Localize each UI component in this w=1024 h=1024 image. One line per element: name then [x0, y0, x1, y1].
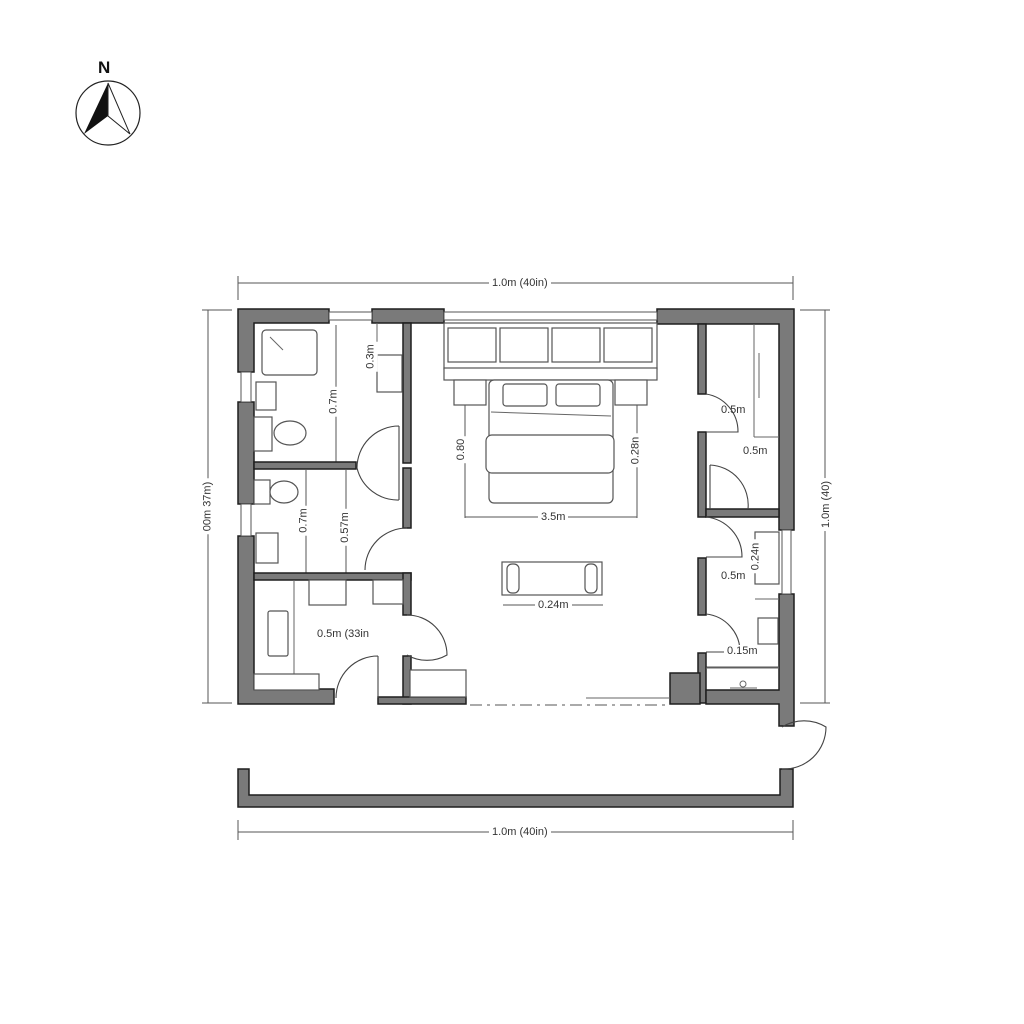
doors	[335, 393, 827, 770]
bed-width-dimension: 3.5m	[538, 511, 569, 524]
bath2-right-dimension: 0.57m	[338, 509, 352, 546]
bed-left-dimension: 0.80	[455, 435, 469, 464]
bench-width-dimension: 0.24m	[535, 599, 572, 612]
right-height-dimension: 1.0m (40)	[820, 477, 834, 532]
fixtures	[253, 322, 780, 698]
windows	[240, 311, 792, 595]
north-arrow-icon	[75, 80, 141, 146]
bottom-width-dimension: 1.0m (40in)	[489, 826, 551, 839]
closet-vanity-dimension: 0.24n	[749, 539, 763, 574]
bath3-label: 0.5m (33in	[314, 628, 372, 641]
left-height-dimension: 00m 37m)	[201, 478, 215, 535]
wc-dimension: 0.15m	[724, 645, 761, 658]
closet-upper-dimension: 0.5m	[740, 445, 771, 458]
top-width-dimension: 1.0m (40in)	[489, 277, 551, 290]
north-label: N	[98, 58, 111, 77]
bed-right-dimension: 0.28n	[629, 433, 643, 468]
bath2-left-dimension: 0.7m	[297, 505, 311, 536]
corridor-dimension: 0.5m	[718, 570, 749, 583]
bath1-vanity-dimension: 0.3m	[364, 341, 378, 372]
walls	[237, 308, 795, 808]
closet-door-dimension: 0.5m	[721, 404, 746, 416]
bath1-vertical-dimension: 0.7m	[327, 386, 341, 417]
